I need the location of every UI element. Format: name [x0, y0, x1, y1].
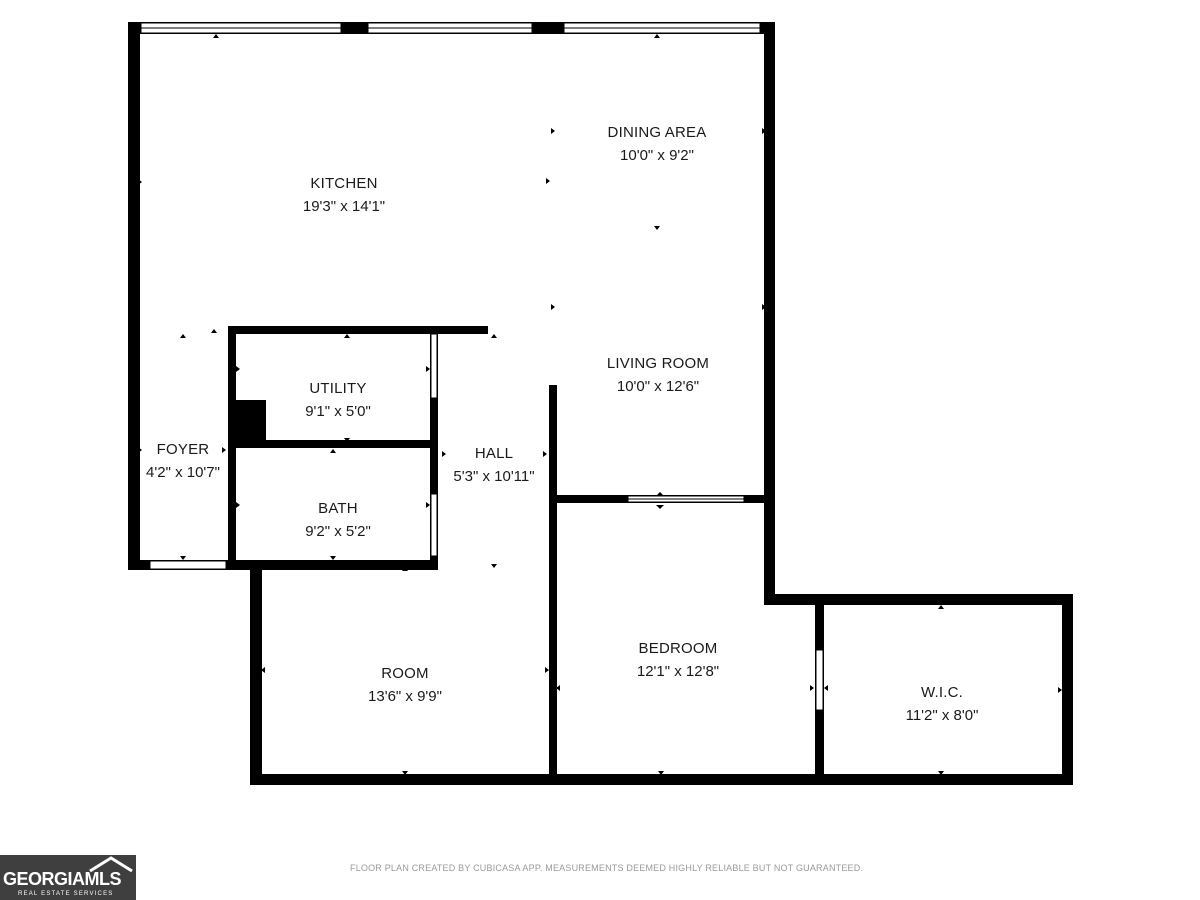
room-room: ROOM 13'6" x 9'9"	[368, 662, 442, 708]
wall-right-upper	[764, 22, 775, 604]
wall-bottom	[250, 774, 1073, 785]
house-roof-icon	[89, 856, 133, 873]
room-name: KITCHEN	[310, 175, 378, 192]
room-dimensions: 19'3" x 14'1"	[302, 198, 386, 215]
wall-wic-right	[1062, 594, 1073, 785]
wall-foyer-bottom	[128, 560, 438, 570]
wall-utility-bath-divider	[228, 440, 438, 448]
room-name: HALL	[474, 445, 514, 462]
room-dimensions: 11'2" x 8'0"	[905, 707, 979, 724]
wall-wic-top	[764, 594, 1073, 605]
logo-wordmark: GEORGIAMLS	[3, 869, 122, 889]
room-foyer: FOYER 4'2" x 10'7"	[146, 438, 220, 484]
georgia-mls-logo: GEORGIAMLS REAL ESTATE SERVICES	[0, 855, 136, 900]
room-wic: W.I.C. 11'2" x 8'0"	[906, 681, 979, 727]
room-dimensions: 13'6" x 9'9"	[368, 688, 442, 705]
wall-room-left	[250, 560, 262, 785]
window-lines	[141, 27, 760, 500]
room-name: DINING AREA	[607, 124, 707, 141]
room-bath: BATH 9'2" x 5'2"	[305, 497, 371, 543]
room-utility: UTILITY 9'1" x 5'0"	[305, 377, 371, 423]
room-name: W.I.C.	[920, 684, 964, 701]
room-dimensions: 10'0" x 12'6"	[616, 378, 700, 395]
room-name: ROOM	[381, 665, 429, 682]
wic-door	[815, 649, 824, 711]
room-name: UTILITY	[309, 380, 367, 397]
room-dimensions: 9'2" x 5'2"	[305, 523, 371, 540]
room-bedroom: BEDROOM 12'1" x 12'8"	[637, 637, 719, 683]
room-dining-area: DINING AREA 10'0" x 9'2"	[608, 121, 707, 167]
room-dimensions: 9'1" x 5'0"	[305, 403, 371, 420]
wall-utility-top	[228, 326, 488, 334]
wall-hall-right	[549, 385, 557, 785]
room-living-room: LIVING ROOM 10'0" x 12'6"	[607, 352, 709, 398]
foyer-door	[149, 560, 227, 570]
wall-left	[128, 22, 140, 570]
room-dimensions: 10'0" x 9'2"	[620, 147, 694, 164]
floor-plan-disclaimer: FLOOR PLAN CREATED BY CUBICASA APP. MEAS…	[350, 863, 864, 873]
dimension-markers	[138, 34, 1062, 775]
windows-doors	[140, 22, 824, 711]
utility-door	[430, 333, 438, 399]
room-name: BEDROOM	[638, 640, 718, 657]
room-dimensions: 4'2" x 10'7"	[146, 464, 220, 481]
room-dimensions: 5'3" x 10'11"	[453, 468, 535, 485]
room-dimensions: 12'1" x 12'8"	[636, 663, 720, 680]
walls	[128, 22, 1073, 785]
room-hall: HALL 5'3" x 10'11"	[453, 442, 534, 488]
room-name: BATH	[318, 500, 358, 517]
utility-closet-fill	[236, 400, 266, 440]
logo-tagline: REAL ESTATE SERVICES	[18, 891, 114, 897]
bath-door	[430, 493, 438, 557]
wall-utility-right	[430, 334, 438, 494]
room-name: FOYER	[156, 441, 210, 458]
room-kitchen: KITCHEN 19'3" x 14'1"	[303, 172, 385, 218]
room-name: LIVING ROOM	[606, 355, 710, 372]
